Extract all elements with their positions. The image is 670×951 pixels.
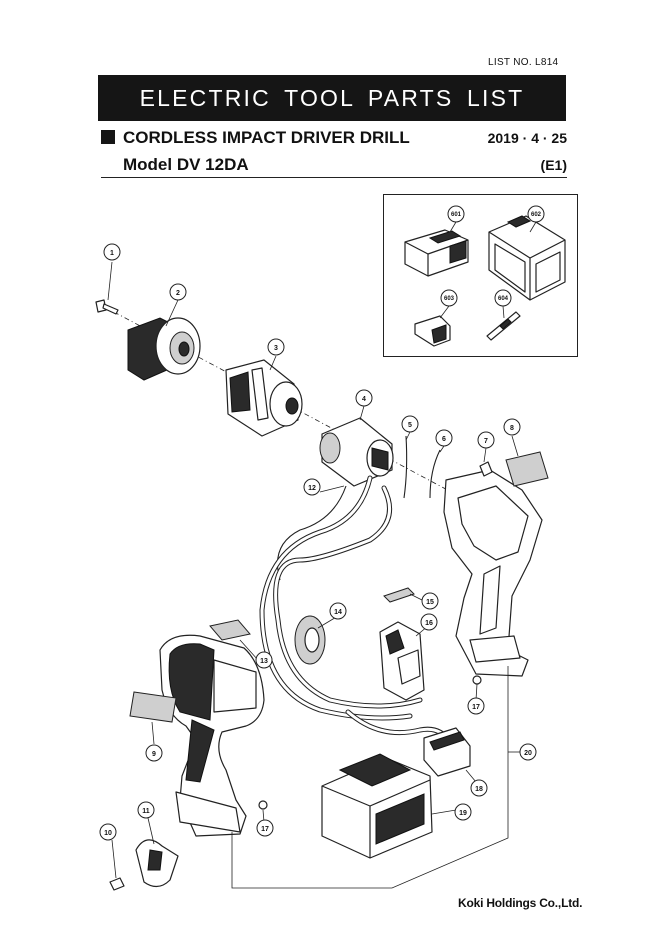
clip-drawing: [209, 619, 251, 641]
svg-text:11: 11: [142, 808, 150, 815]
svg-text:9: 9: [152, 751, 156, 758]
callout-17-left: 17: [256, 819, 274, 837]
callout-14: 14: [329, 602, 347, 620]
callout-19: 19: [454, 803, 472, 821]
switch-drawing: [379, 621, 425, 701]
callout-20: 20: [519, 743, 537, 761]
callout-12: 12: [303, 478, 321, 496]
callout-8: 8: [503, 418, 521, 436]
svg-text:14: 14: [334, 609, 342, 616]
callout-3: 3: [267, 338, 285, 356]
model-heading: Model DV 12DA (E1): [101, 155, 567, 178]
callout-601: 601: [447, 205, 465, 223]
callout-5: 5: [401, 415, 419, 433]
carrying-case-drawing: [488, 215, 566, 301]
callout-9: 9: [145, 744, 163, 762]
callout-16: 16: [420, 613, 438, 631]
svg-text:8: 8: [510, 425, 514, 432]
svg-text:15: 15: [426, 599, 434, 606]
driver-bit-drawing: [486, 311, 521, 341]
label-drawing: [505, 451, 549, 487]
svg-text:604: 604: [498, 296, 509, 302]
svg-text:17: 17: [261, 826, 269, 833]
manufacturer-name: Koki Holdings Co.,Ltd.: [458, 896, 583, 910]
callout-6: 6: [435, 429, 453, 447]
callout-1: 1: [103, 243, 121, 261]
housing-left-drawing: [159, 634, 265, 837]
svg-text:18: 18: [475, 786, 483, 793]
svg-text:16: 16: [425, 620, 433, 627]
svg-text:10: 10: [104, 830, 112, 837]
tool-heading: CORDLESS IMPACT DRIVER DRILL 2019 · 4 · …: [101, 128, 567, 148]
callout-604: 604: [494, 289, 512, 307]
list-number: LIST NO. L814: [488, 57, 559, 68]
document-title: ELECTRIC TOOL PARTS LIST: [98, 75, 566, 121]
gear-assembly-drawing: [225, 359, 303, 437]
hook-screw-drawing: [109, 877, 125, 891]
svg-text:601: 601: [451, 212, 462, 218]
callout-4: 4: [355, 389, 373, 407]
internal-wiring-drawing: [259, 475, 453, 745]
svg-text:13: 13: [260, 658, 268, 665]
screw-drawing: [95, 299, 119, 315]
callout-17-right: 17: [467, 697, 485, 715]
callout-15: 15: [421, 592, 439, 610]
callout-10: 10: [99, 823, 117, 841]
issue-date: 2019 · 4 · 25: [487, 130, 567, 146]
model-name: Model DV 12DA: [123, 155, 249, 174]
charger-drawing: [404, 229, 469, 277]
svg-text:17: 17: [472, 704, 480, 711]
tool-name: CORDLESS IMPACT DRIVER DRILL: [123, 128, 410, 147]
callout-11: 11: [137, 801, 155, 819]
svg-text:19: 19: [459, 810, 467, 817]
svg-text:6: 6: [442, 436, 446, 443]
svg-text:20: 20: [524, 750, 532, 757]
led-board-drawing: [294, 615, 326, 665]
housing-right-drawing: [443, 469, 543, 677]
svg-text:1: 1: [110, 250, 114, 257]
svg-text:5: 5: [408, 422, 412, 429]
motor-drawing: [319, 417, 394, 487]
svg-text:7: 7: [484, 438, 488, 445]
battery-drawing: [321, 753, 433, 859]
keyless-chuck-drawing: [127, 317, 201, 381]
belt-hook-drawing: [135, 839, 179, 888]
svg-text:3: 3: [274, 345, 278, 352]
svg-text:2: 2: [176, 290, 180, 297]
name-plate-drawing: [129, 691, 177, 723]
terminal-drawing: [423, 727, 471, 777]
callout-7: 7: [477, 431, 495, 449]
callout-13: 13: [255, 651, 273, 669]
bit-holder-drawing: [414, 315, 451, 347]
svg-text:603: 603: [444, 296, 455, 302]
callout-2: 2: [169, 283, 187, 301]
svg-text:12: 12: [308, 485, 316, 492]
svg-text:602: 602: [531, 212, 542, 218]
callout-18: 18: [470, 779, 488, 797]
edition-code: (E1): [540, 157, 567, 173]
accessories-box: [383, 194, 578, 357]
callout-602: 602: [527, 205, 545, 223]
callout-603: 603: [440, 289, 458, 307]
svg-text:4: 4: [362, 396, 366, 403]
heading-square-icon: [101, 130, 115, 144]
switch-plate-drawing: [383, 587, 415, 603]
